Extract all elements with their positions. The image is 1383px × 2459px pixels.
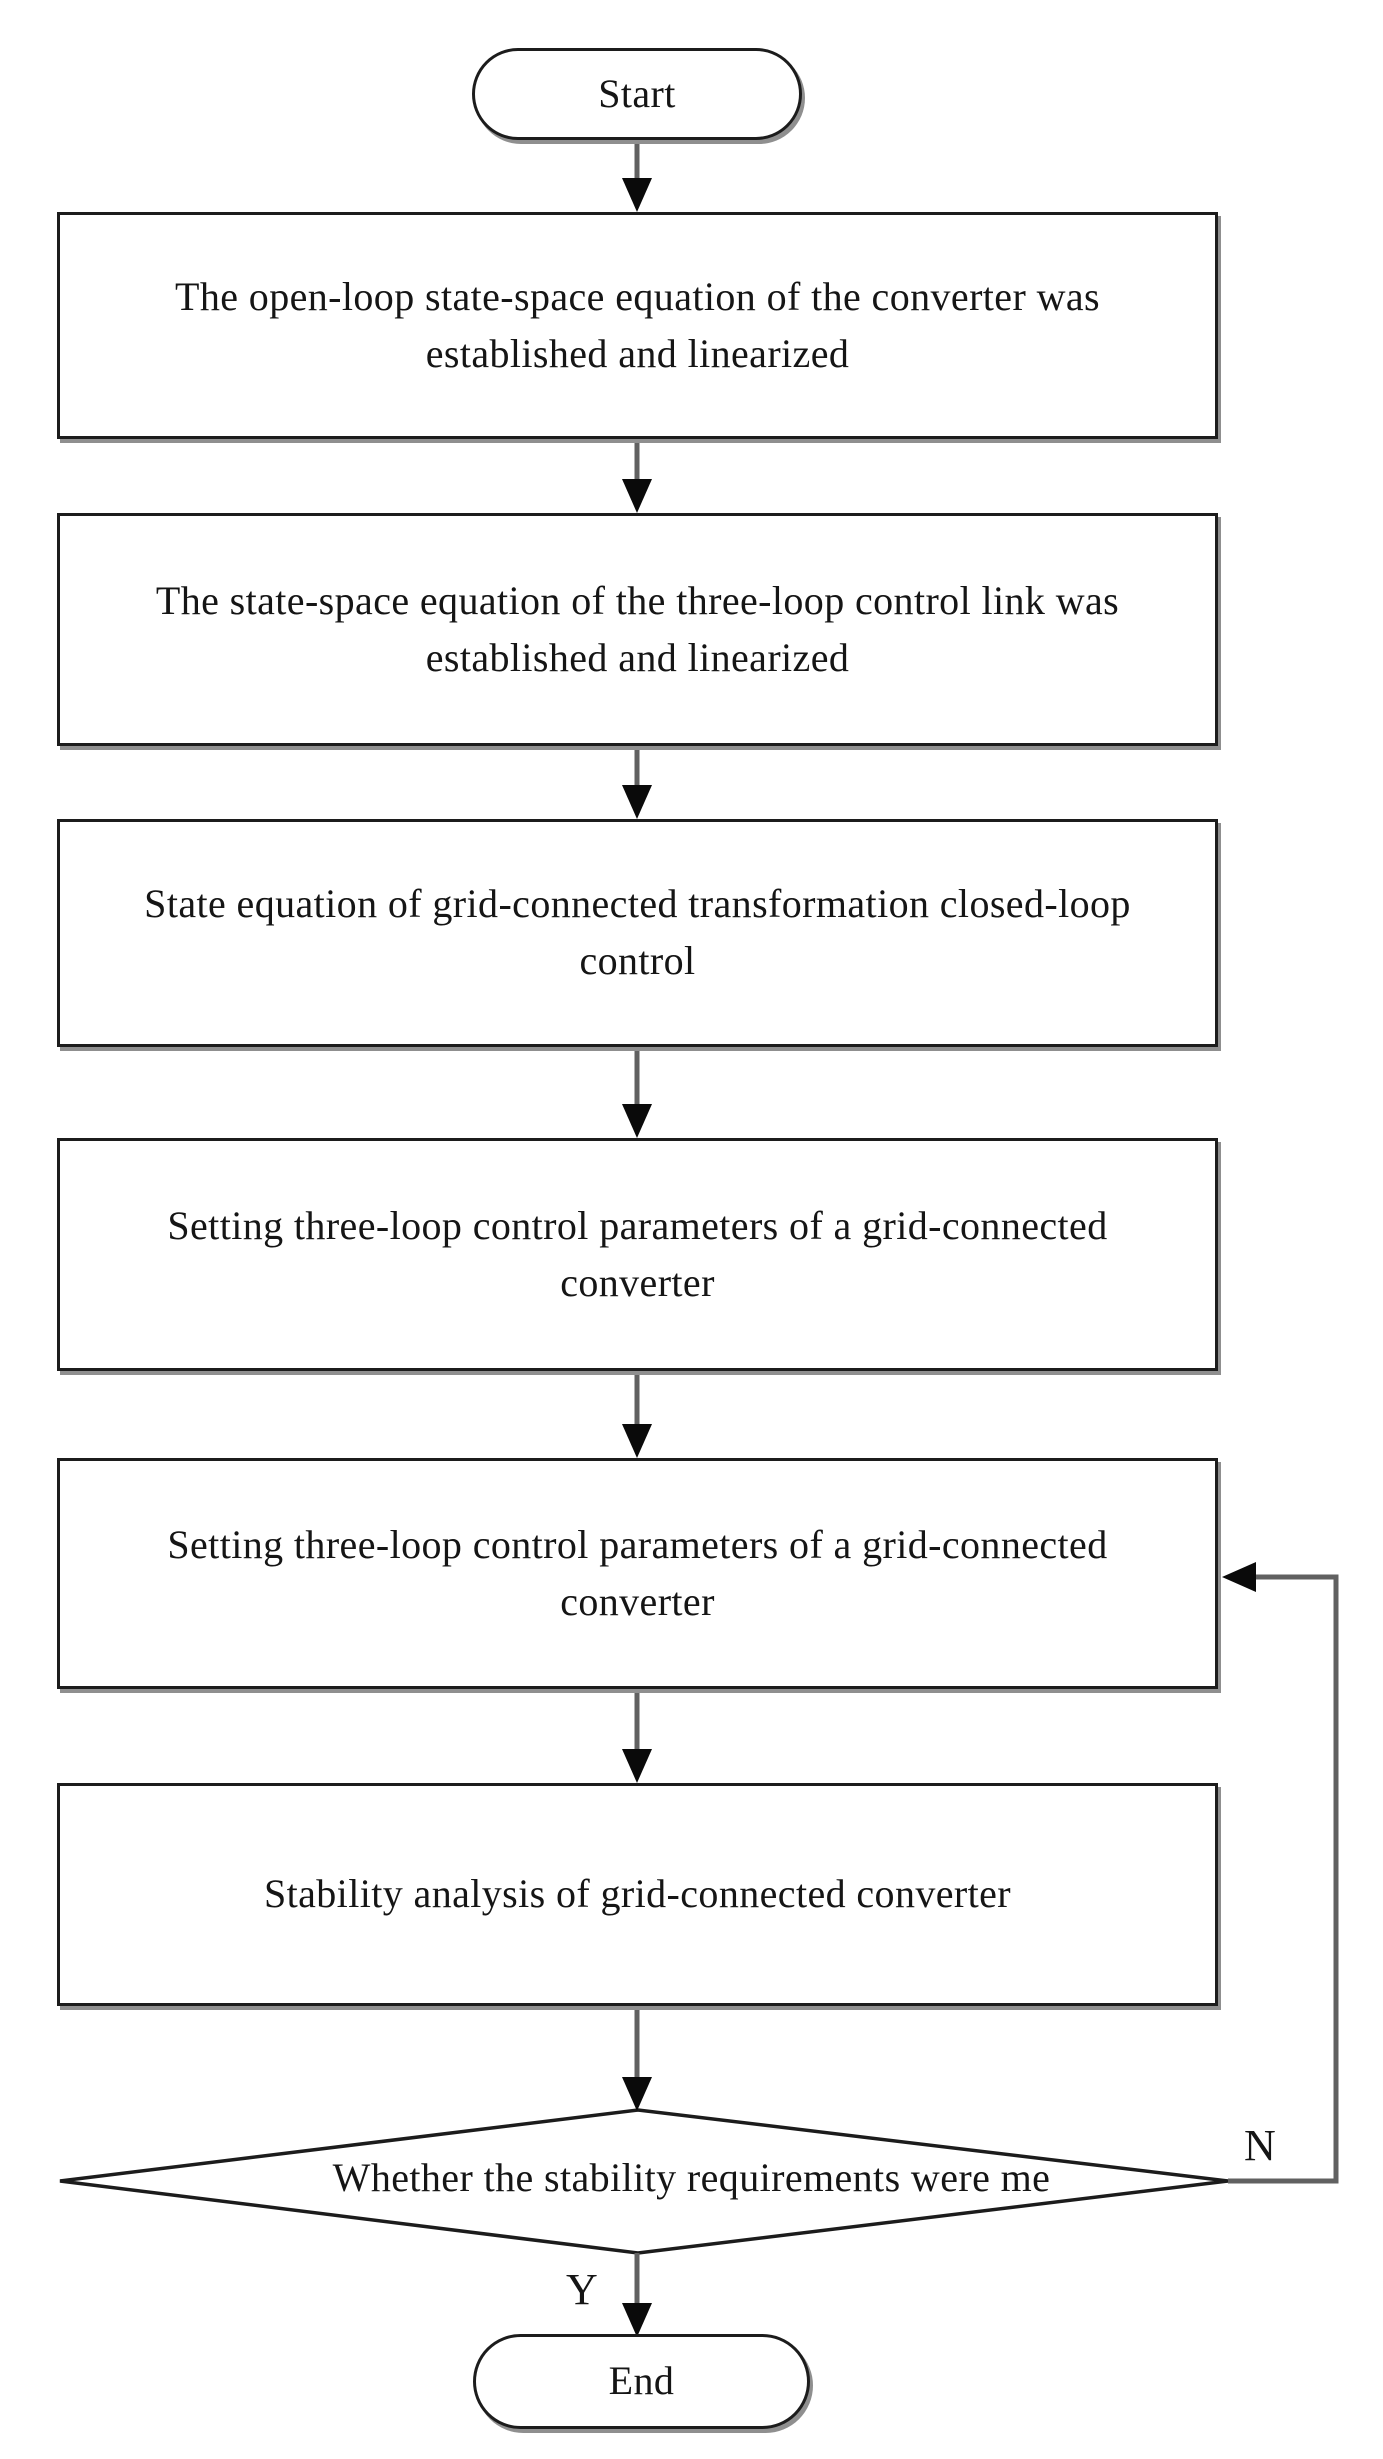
arrowheads	[622, 178, 1256, 2337]
process-label: The state-space equation of the three-lo…	[155, 577, 1120, 680]
process-box-setting-parameters-1: Setting three-loop control parameters of…	[57, 1138, 1218, 1371]
arrow-down-icon	[622, 479, 652, 513]
arrow-down-icon	[622, 2303, 652, 2337]
process-label: The open-loop state-space equation of th…	[175, 273, 1100, 376]
start-label: Start	[598, 70, 676, 116]
process-label: Setting three-loop control parameters of…	[167, 1521, 1108, 1624]
decision-label: Whether the stability requirements were …	[332, 2155, 1051, 2200]
arrow-down-icon	[622, 1749, 652, 1783]
process-label: State equation of grid-connected transfo…	[144, 881, 1131, 983]
arrow-down-icon	[622, 785, 652, 819]
start-terminator: Start	[472, 48, 802, 140]
process-box-state-equation-closed-loop: State equation of grid-connected transfo…	[57, 819, 1218, 1047]
process-box-stability-analysis: Stability analysis of grid-connected con…	[57, 1783, 1218, 2006]
process-label: Setting three-loop control parameters of…	[167, 1202, 1108, 1305]
end-terminator: End	[473, 2334, 810, 2429]
end-label: End	[608, 2358, 675, 2404]
branch-label-yes: Y	[566, 2265, 598, 2314]
process-label: Stability analysis of grid-connected con…	[263, 1871, 1012, 1917]
arrow-down-icon	[622, 1104, 652, 1138]
arrow-down-icon	[622, 1424, 652, 1458]
process-box-setting-parameters-2: Setting three-loop control parameters of…	[57, 1458, 1218, 1689]
process-box-three-loop-equation: The state-space equation of the three-lo…	[57, 513, 1218, 746]
arrow-left-icon	[1222, 1562, 1256, 1592]
branch-label-no: N	[1244, 2121, 1276, 2170]
arrow-down-icon	[622, 2077, 652, 2111]
arrow-down-icon	[622, 178, 652, 212]
process-box-open-loop-equation: The open-loop state-space equation of th…	[57, 212, 1218, 439]
